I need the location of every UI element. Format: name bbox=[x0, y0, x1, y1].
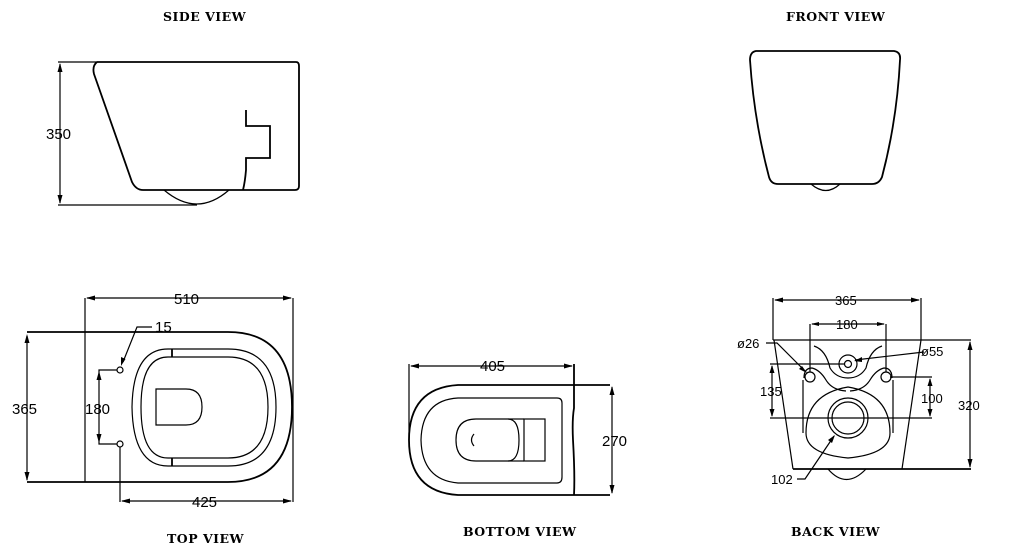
bottom-view-rear-block bbox=[523, 418, 546, 462]
top-view-bowl-opening bbox=[155, 388, 203, 426]
top-bolt-spacing-dim: 180 bbox=[85, 401, 110, 418]
top-view-bolt-hole-lower bbox=[116, 440, 124, 448]
bottom-view-outer-outline bbox=[408, 384, 610, 496]
front-view-title: FRONT VIEW bbox=[786, 9, 886, 24]
top-view-rim-outer bbox=[131, 348, 277, 467]
side-view-body bbox=[92, 61, 300, 191]
back-inlet-dia: ø55 bbox=[921, 344, 943, 359]
back-bolt-height-dim: 100 bbox=[921, 391, 943, 406]
back-bolt-spacing-dim: 180 bbox=[836, 317, 858, 332]
back-view-title: BACK VIEW bbox=[791, 524, 881, 539]
top-bolt-to-front-dim: 425 bbox=[192, 494, 217, 511]
back-view-bolt-hole-left bbox=[804, 371, 816, 383]
side-view-outlet-arc bbox=[163, 189, 230, 205]
side-view-title: SIDE VIEW bbox=[163, 9, 247, 24]
back-height-dim: 320 bbox=[958, 398, 980, 413]
bottom-length-dim: 405 bbox=[480, 358, 505, 375]
bottom-view-outlet-pod bbox=[455, 418, 520, 462]
bottom-view-inner-outline bbox=[420, 397, 563, 484]
back-inlet-height-dim: 135 bbox=[760, 384, 782, 399]
side-height-dim: 350 bbox=[46, 126, 71, 143]
back-view: BACK VIEW 365 18 bbox=[737, 293, 980, 539]
bottom-view-outlet-mark bbox=[470, 433, 475, 447]
top-view: TOP VIEW 510 15 365 180 bbox=[12, 291, 294, 546]
side-view: SIDE VIEW 350 bbox=[46, 9, 300, 206]
back-bolt-hole-dia: ø26 bbox=[737, 336, 759, 351]
back-view-bolt-hole-right bbox=[880, 371, 892, 383]
back-view-outlet-arc bbox=[827, 468, 867, 481]
bottom-view: BOTTOM VIEW 405 270 bbox=[408, 358, 627, 539]
top-view-title: TOP VIEW bbox=[167, 531, 245, 546]
back-view-inlet bbox=[843, 359, 853, 369]
top-view-bolt-hole-upper bbox=[116, 366, 124, 374]
front-view-outlet-arc bbox=[810, 183, 841, 192]
back-view-right-edge bbox=[901, 339, 922, 470]
side-view-rear-notch bbox=[242, 110, 271, 191]
bottom-view-title: BOTTOM VIEW bbox=[463, 524, 577, 539]
bottom-view-rear-edge bbox=[571, 364, 576, 496]
top-length-dim: 510 bbox=[174, 291, 199, 308]
back-outlet-dia: 102 bbox=[771, 472, 793, 487]
back-view-left-edge bbox=[773, 339, 794, 470]
back-view-outlet-housing bbox=[805, 386, 891, 459]
top-view-outer-outline bbox=[27, 331, 293, 483]
top-bolt-hole-dim: 15 bbox=[155, 319, 172, 336]
back-width-dim: 365 bbox=[835, 293, 857, 308]
top-view-rim-inner bbox=[140, 356, 269, 459]
front-view: FRONT VIEW bbox=[749, 9, 902, 192]
front-view-body bbox=[749, 50, 902, 185]
top-width-dim: 365 bbox=[12, 401, 37, 418]
bottom-width-dim: 270 bbox=[602, 433, 627, 450]
